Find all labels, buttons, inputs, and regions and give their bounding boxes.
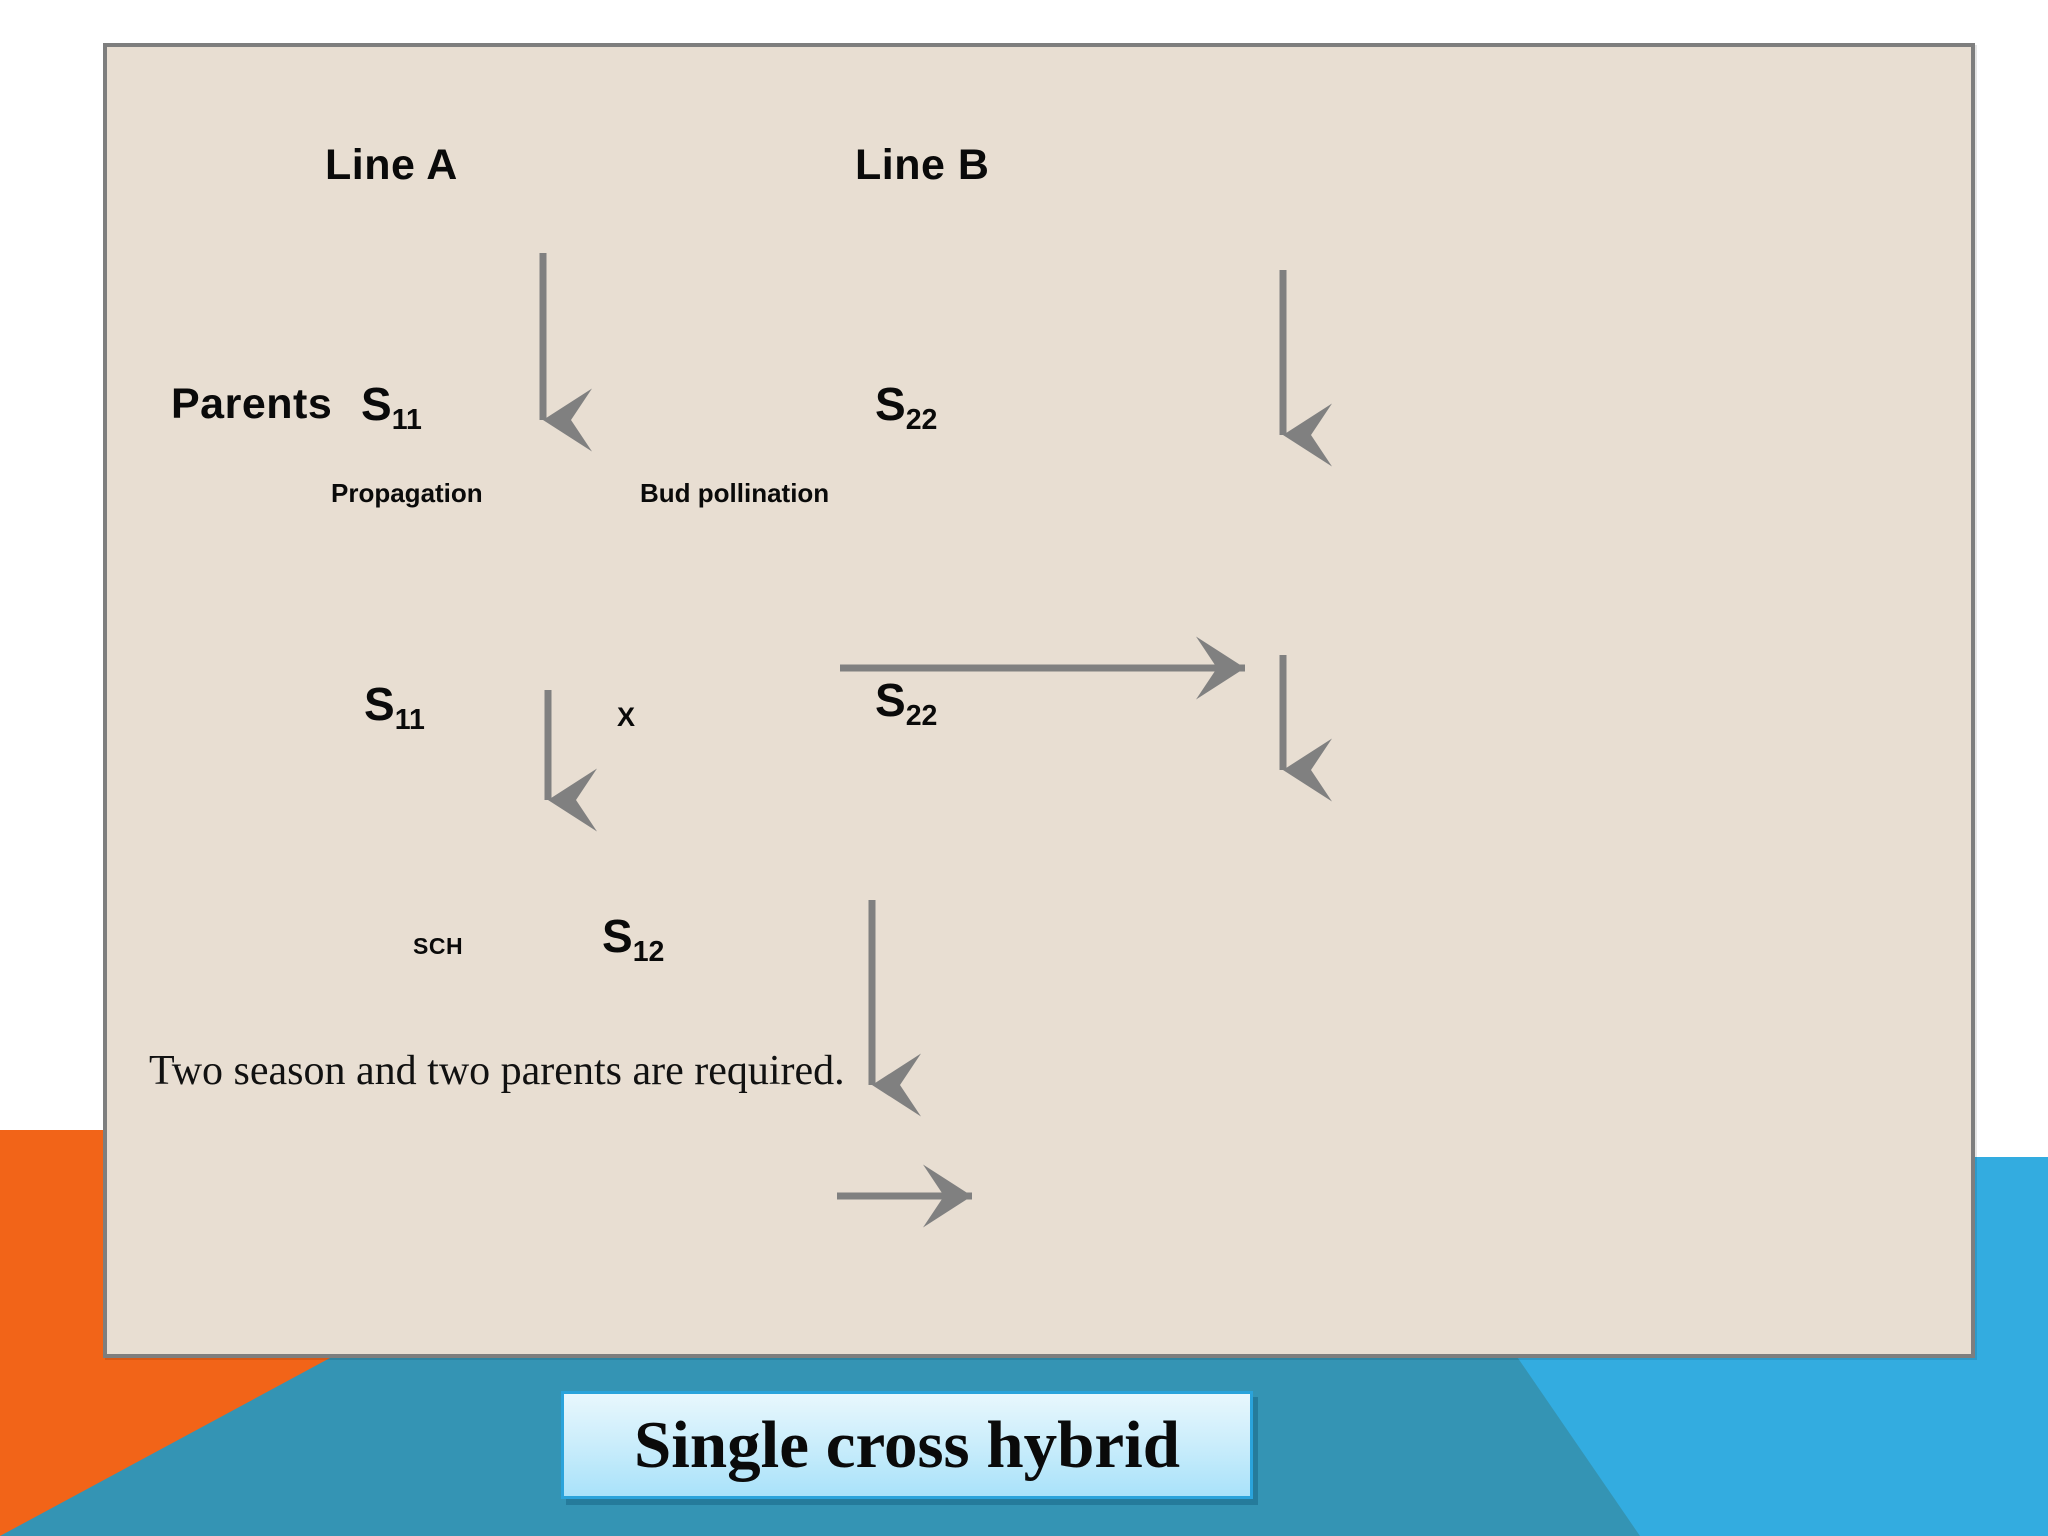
parents-label: Parents — [171, 380, 333, 428]
column-header-line-b: Line B — [855, 141, 990, 189]
cross-b-subscript: 22 — [905, 700, 938, 733]
progeny-symbol: S — [602, 910, 633, 962]
cross-parent-a: S11 — [364, 677, 425, 734]
genotype-a-symbol: S — [361, 378, 392, 430]
progeny-subscript: 12 — [632, 936, 665, 969]
note-text: Two season and two parents are required. — [149, 1048, 845, 1094]
cross-parent-b: S22 — [875, 673, 937, 730]
banner-title-text: Single cross hybrid — [633, 1407, 1181, 1482]
genotype-b-subscript: 22 — [905, 404, 938, 437]
bud-pollination-label: Bud pollination — [640, 478, 830, 508]
parents-genotype-b: S22 — [875, 377, 937, 434]
progeny-abbreviation: SCH — [413, 933, 464, 959]
cross-a-symbol: S — [364, 678, 395, 730]
genotype-a-subscript: 11 — [391, 404, 422, 437]
parents-genotype-a: S11 — [361, 377, 422, 434]
progeny-genotype: S12 — [602, 909, 664, 966]
cross-b-symbol: S — [875, 674, 906, 726]
column-header-line-a: Line A — [325, 141, 458, 189]
cross-a-subscript: 11 — [394, 704, 425, 737]
cross-operator: X — [617, 702, 636, 732]
orange-corner-shape — [0, 1130, 330, 1536]
genotype-b-symbol: S — [875, 378, 906, 430]
diagram-panel: Line A Line B Parents S11 S22 Propagatio… — [103, 43, 1975, 1358]
title-banner: Single cross hybrid — [561, 1391, 1253, 1499]
propagation-label: Propagation — [331, 478, 483, 508]
